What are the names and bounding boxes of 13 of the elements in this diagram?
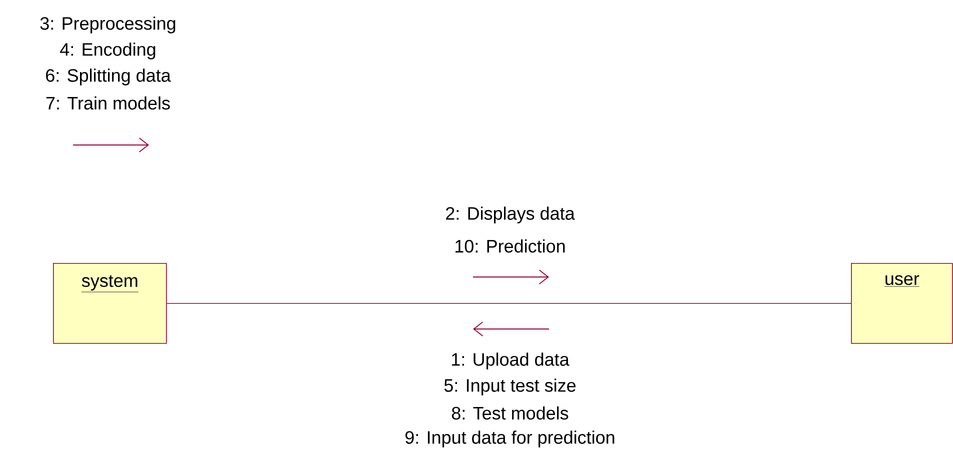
message-label: 10: Prediction xyxy=(456,239,565,253)
message-label: 7: Train models xyxy=(46,96,170,110)
message-label: 8: Test models xyxy=(452,406,568,420)
object-box: system xyxy=(53,263,167,344)
message-label: 5: Input test size xyxy=(444,378,576,396)
message-label: 2: Displays data xyxy=(446,206,575,224)
object-box: user xyxy=(851,263,953,344)
message-label: 1: Upload data xyxy=(452,352,570,370)
message-label: 9: Input data for prediction xyxy=(405,430,614,448)
message-label: 4: Encoding xyxy=(60,42,156,60)
message-label: 6: Splitting data xyxy=(46,68,171,86)
message-label: 3: Preprocessing xyxy=(40,16,176,34)
link-line xyxy=(166,303,852,304)
